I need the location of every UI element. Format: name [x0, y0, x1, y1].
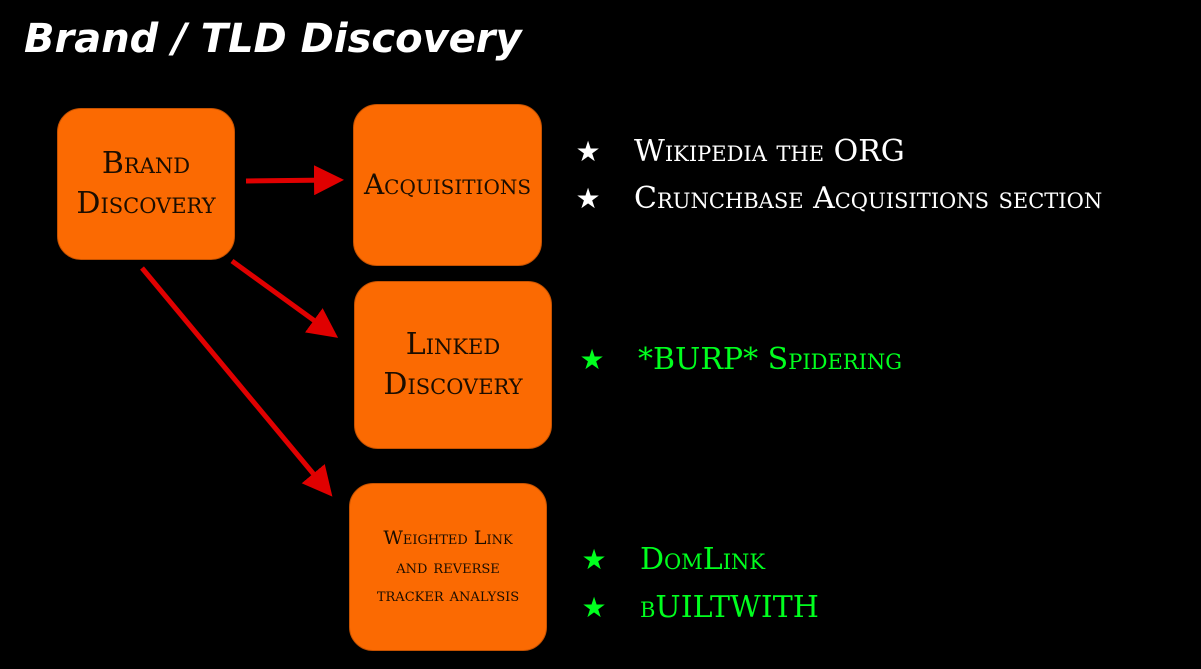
bullet-crunchbase: ★ Crunchbase Acquisitions section — [572, 181, 1102, 216]
linked-box-line1: Linked — [405, 326, 501, 362]
bullet-builtwith: ★ bUILTWITH — [578, 590, 819, 625]
bullet-text: DomLink — [640, 542, 766, 577]
brand-discovery-box: Brand Discovery — [57, 108, 235, 260]
star-icon: ★ — [575, 181, 601, 215]
arrow-brand-to-acquisitions — [245, 165, 344, 196]
star-icon: ★ — [581, 590, 607, 624]
bullet-text: Crunchbase Acquisitions section — [634, 181, 1103, 216]
acquisitions-box: Acquisitions — [353, 104, 542, 266]
star-icon: ★ — [579, 342, 605, 376]
arrow-brand-to-weighted — [140, 266, 333, 497]
bullet-domlink: ★ DomLink — [578, 542, 765, 577]
acquisitions-box-label: Acquisitions — [363, 168, 532, 202]
weighted-box-line3: tracker analysis — [376, 584, 520, 607]
weighted-box-line1: Weighted Link — [383, 527, 513, 550]
bullet-text: *BURP* Spidering — [638, 342, 903, 377]
bullet-text: bUILTWITH — [640, 590, 819, 625]
weighted-link-box: Weighted Link and reverse tracker analys… — [349, 483, 547, 651]
star-icon: ★ — [575, 134, 601, 168]
bullet-wikipedia: ★ Wikipedia the ORG — [572, 134, 905, 169]
linked-discovery-box: Linked Discovery — [354, 281, 552, 449]
brand-box-line1: Brand — [101, 145, 191, 181]
weighted-box-line2: and reverse — [396, 555, 500, 578]
bullet-text: Wikipedia the ORG — [634, 134, 905, 169]
star-icon: ★ — [581, 542, 607, 576]
linked-box-line2: Discovery — [383, 367, 523, 402]
slide-title: Brand / TLD Discovery — [24, 16, 522, 62]
brand-box-line2: Discovery — [76, 186, 216, 221]
arrow-brand-to-linked — [230, 258, 339, 338]
bullet-burp-spidering: ★ *BURP* Spidering — [576, 342, 902, 377]
